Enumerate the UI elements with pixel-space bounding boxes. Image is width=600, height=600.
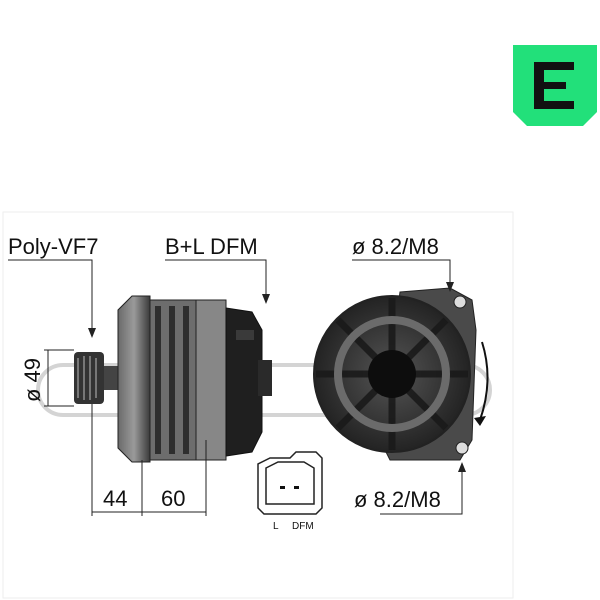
pin-l-label: L bbox=[273, 521, 279, 532]
alternator-rear-view bbox=[313, 287, 489, 461]
arrow-heads bbox=[88, 282, 466, 472]
alternator-side-view bbox=[74, 295, 272, 463]
brand-logo bbox=[513, 45, 597, 126]
thread-top-label: ø 8.2/M8 bbox=[352, 234, 439, 259]
dimension-44-label: 44 bbox=[103, 486, 128, 511]
frame-border bbox=[2, 211, 514, 599]
thread-bottom-label: ø 8.2/M8 bbox=[354, 487, 441, 512]
connector-type-label: B+L DFM bbox=[165, 234, 258, 259]
connector-symbol bbox=[257, 451, 323, 515]
pin-dfm-label: DFM bbox=[292, 521, 314, 532]
dimension-60-label: 60 bbox=[161, 486, 186, 511]
pulley-diameter-label: ø 49 bbox=[20, 357, 45, 402]
dimension-lines bbox=[8, 259, 463, 516]
pulley-label: Poly-VF7 bbox=[8, 234, 99, 259]
